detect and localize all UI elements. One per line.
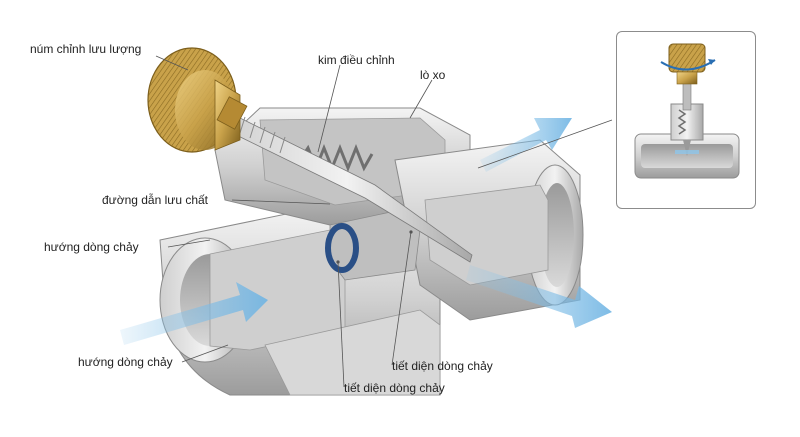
leader-spring — [409, 79, 433, 119]
label-spring: lò xo — [420, 68, 446, 82]
flow-arrows — [120, 118, 612, 345]
inset-valve-detail — [616, 31, 756, 209]
outlet-flow-arrow-lower — [466, 265, 612, 328]
leader-section-right — [391, 231, 412, 366]
o-ring — [325, 223, 359, 273]
label-dot — [336, 260, 340, 264]
leader-flow-upper — [167, 239, 211, 248]
label-flow-section-right: tiết diện dòng chảy — [392, 359, 493, 373]
label-flow-direction-upper: hướng dòng chảy — [44, 240, 139, 254]
leader-knob — [155, 55, 189, 71]
label-flow-direction-lower: hướng dòng chảy — [78, 355, 173, 369]
label-knob: núm chỉnh lưu lượng — [30, 42, 142, 56]
outlet-flow-arrow-upper — [480, 118, 572, 172]
leader-needle — [317, 64, 341, 153]
inlet-flow-arrow — [120, 282, 268, 345]
leader-lines — [155, 55, 613, 388]
leader-flow-lower — [181, 344, 229, 363]
label-fluid-path: đường dẫn lưu chất — [102, 193, 209, 207]
inset-illustration — [634, 43, 740, 179]
label-flow-section-bottom: tiết diện dòng chảy — [344, 381, 445, 395]
flow-adjust-knob — [147, 47, 248, 153]
leader-inset — [477, 119, 613, 169]
leader-section-bottom — [337, 261, 345, 388]
label-dot — [409, 230, 413, 234]
leader-fluid-path — [231, 199, 331, 205]
label-needle: kim điều chỉnh — [318, 53, 395, 67]
